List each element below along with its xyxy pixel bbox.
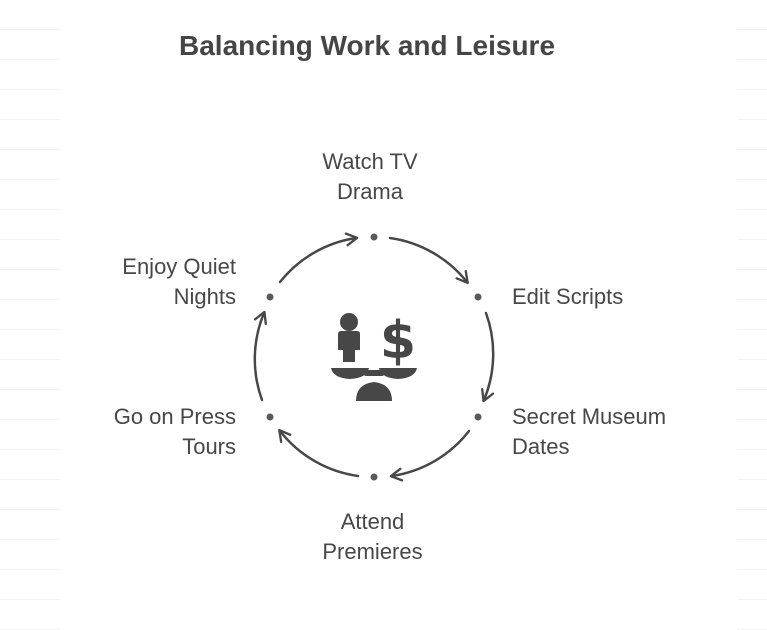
balance-scale-person-dollar-icon: $ (331, 311, 417, 401)
cycle-arrow-1 (388, 236, 469, 285)
step-label-attend-premieres: Attend Premieres (322, 509, 423, 564)
cycle-arrow-2 (481, 311, 495, 403)
step-label-edit-scripts: Edit Scripts (512, 284, 624, 309)
diagram-title: Balancing Work and Leisure (179, 30, 556, 61)
step-label-enjoy-quiet-nights: Enjoy Quiet Nights (122, 254, 236, 309)
step-dot-1 (370, 233, 378, 241)
step-label-go-on-press-tours: Go on Press Tours (113, 404, 236, 459)
svg-text:$: $ (380, 311, 416, 371)
cycle-arrow-4 (278, 428, 360, 478)
step-label-watch-tv-drama: Watch TV Drama (322, 149, 418, 204)
step-dot-2 (474, 293, 482, 301)
left-edge-decoration (0, 0, 60, 630)
cycle-arrow-6 (278, 232, 359, 284)
step-dot-6 (266, 293, 274, 301)
step-label-secret-museum-dates: Secret Museum Dates (512, 404, 667, 459)
cycle-arrow-3 (389, 429, 471, 482)
step-dot-5 (266, 413, 274, 421)
step-dot-3 (474, 413, 482, 421)
step-dot-4 (370, 473, 378, 481)
cycle-arrow-5 (253, 310, 267, 402)
